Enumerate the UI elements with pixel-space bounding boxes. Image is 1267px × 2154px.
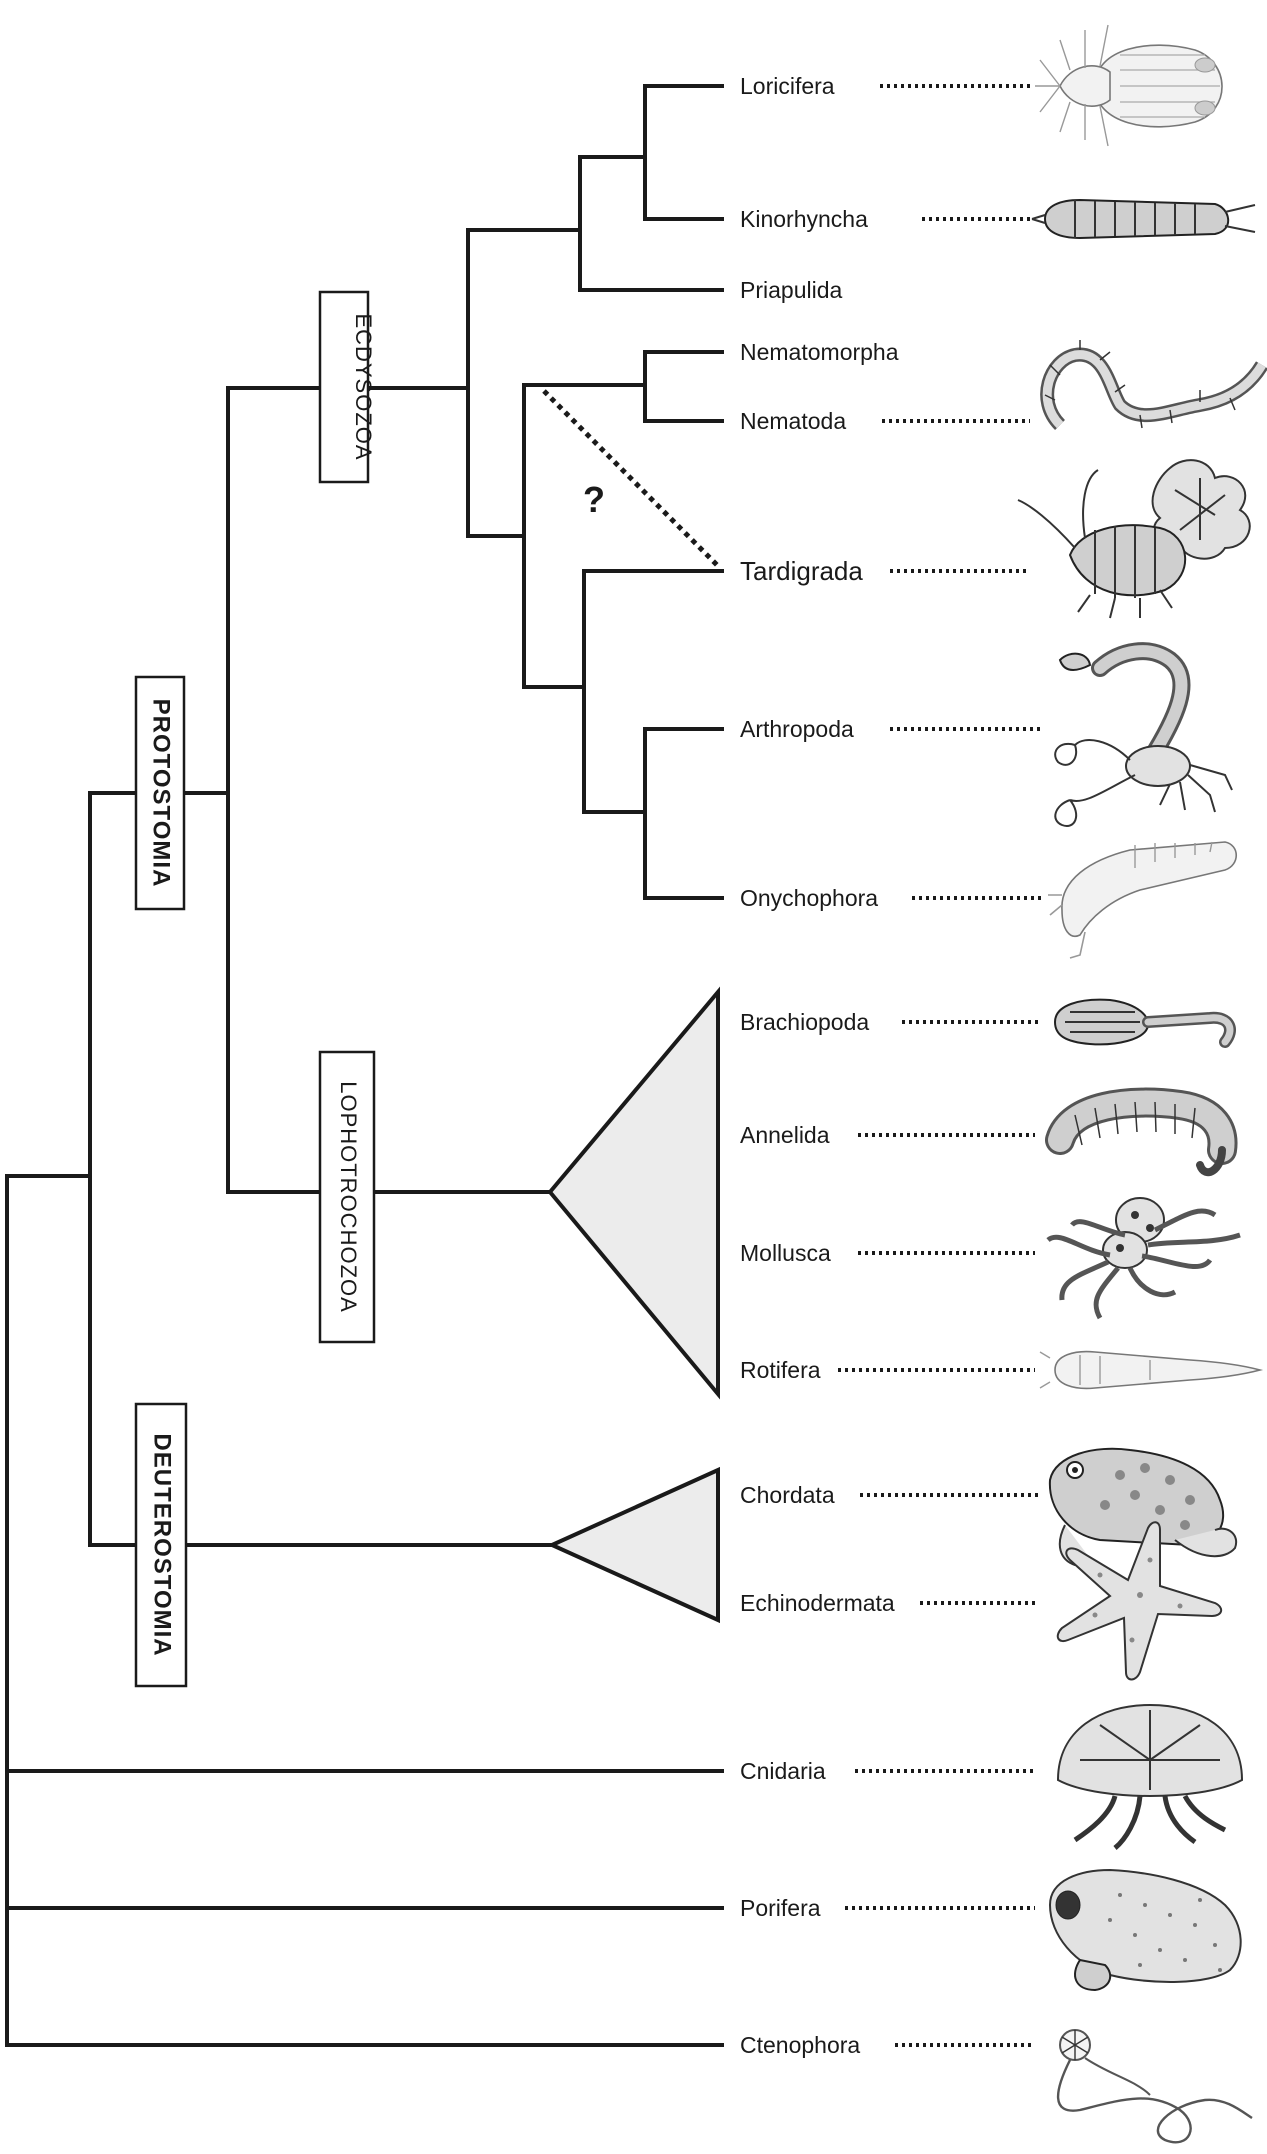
tardigrada-illustration bbox=[1017, 459, 1251, 619]
taxon-label-loricifera: Loricifera bbox=[740, 73, 835, 99]
taxon-label-onychophora: Onychophora bbox=[740, 885, 878, 911]
taxon-label-echinodermata: Echinodermata bbox=[740, 1590, 895, 1616]
taxon-label-nematomorpha: Nematomorpha bbox=[740, 339, 899, 365]
onychophora-illustration bbox=[1048, 841, 1238, 959]
kinorhyncha-illustration bbox=[1031, 198, 1256, 240]
clade-label-deuterostomia: DEUTEROSTOMIA bbox=[134, 1402, 188, 1688]
arthropoda-onychophora-branch bbox=[643, 727, 724, 900]
taxon-label-arthropoda: Arthropoda bbox=[740, 716, 854, 742]
dotted-leaders bbox=[838, 84, 1045, 2047]
clade-label-ecdysozoa: ECDYSOZOA bbox=[318, 290, 376, 484]
clade-label-protostomia-text: PROTOSTOMIA bbox=[148, 699, 175, 888]
taxon-label-rotifera: Rotifera bbox=[740, 1357, 821, 1383]
tree-branches bbox=[5, 84, 724, 2047]
taxon-label-mollusca: Mollusca bbox=[740, 1240, 831, 1266]
protostomia-branch bbox=[226, 386, 552, 1194]
taxon-label-brachiopoda: Brachiopoda bbox=[740, 1009, 869, 1035]
annelida-illustration bbox=[1045, 1087, 1238, 1177]
arthropoda-illustration bbox=[1054, 642, 1233, 827]
panarthropoda-nematoida-branch bbox=[522, 383, 647, 689]
clade-label-lophotrochozoa: LOPHOTROCHOZOA bbox=[318, 1050, 376, 1344]
animal-illustrations bbox=[1017, 24, 1267, 2144]
uncertainty-question-mark: ? bbox=[583, 479, 605, 520]
taxon-label-nematoda: Nematoda bbox=[740, 408, 846, 434]
taxon-label-porifera: Porifera bbox=[740, 1895, 821, 1921]
porifera-illustration bbox=[1048, 1868, 1242, 1992]
taxon-label-priapulida: Priapulida bbox=[740, 277, 842, 303]
clade-label-ecdysozoa-text: ECDYSOZOA bbox=[351, 313, 376, 460]
taxon-label-annelida: Annelida bbox=[740, 1122, 830, 1148]
cnidaria-illustration bbox=[1056, 1703, 1244, 1850]
nematoida-branch bbox=[643, 350, 724, 423]
clade-label-lophotrochozoa-text: LOPHOTROCHOZOA bbox=[336, 1081, 361, 1313]
clade-label-deuterostomia-text: DEUTEROSTOMIA bbox=[149, 1433, 176, 1656]
tardigrada-arthropoda-branch bbox=[582, 569, 724, 814]
taxon-label-kinorhyncha: Kinorhyncha bbox=[740, 206, 868, 232]
taxon-label-chordata: Chordata bbox=[740, 1482, 835, 1508]
lophotrochozoa-collapsed-clade bbox=[547, 986, 720, 1400]
rotifera-illustration bbox=[1039, 1350, 1264, 1390]
root-branch bbox=[5, 1174, 724, 2047]
mollusca-illustration bbox=[1046, 1197, 1241, 1320]
ecdysozoa-branch bbox=[466, 228, 582, 538]
loricifera-illustration bbox=[1035, 24, 1223, 147]
tardigrada-uncertain-branch bbox=[542, 389, 720, 568]
ctenophora-illustration bbox=[1056, 2029, 1253, 2144]
loricifera-kinorhyncha-branch bbox=[643, 84, 724, 221]
nematoda-illustration bbox=[1040, 340, 1267, 430]
taxon-label-ctenophora: Ctenophora bbox=[740, 2032, 860, 2058]
taxon-label-tardigrada: Tardigrada bbox=[740, 556, 863, 586]
deuterostomia-collapsed-clade bbox=[547, 1466, 720, 1624]
brachiopoda-illustration bbox=[1053, 998, 1236, 1048]
taxon-label-cnidaria: Cnidaria bbox=[740, 1758, 826, 1784]
echinodermata-illustration bbox=[1056, 1521, 1223, 1681]
scalidophora-branch bbox=[578, 155, 724, 292]
clade-label-protostomia: PROTOSTOMIA bbox=[134, 675, 186, 911]
taxon-labels: Loricifera Kinorhyncha Priapulida Nemato… bbox=[740, 73, 899, 2058]
